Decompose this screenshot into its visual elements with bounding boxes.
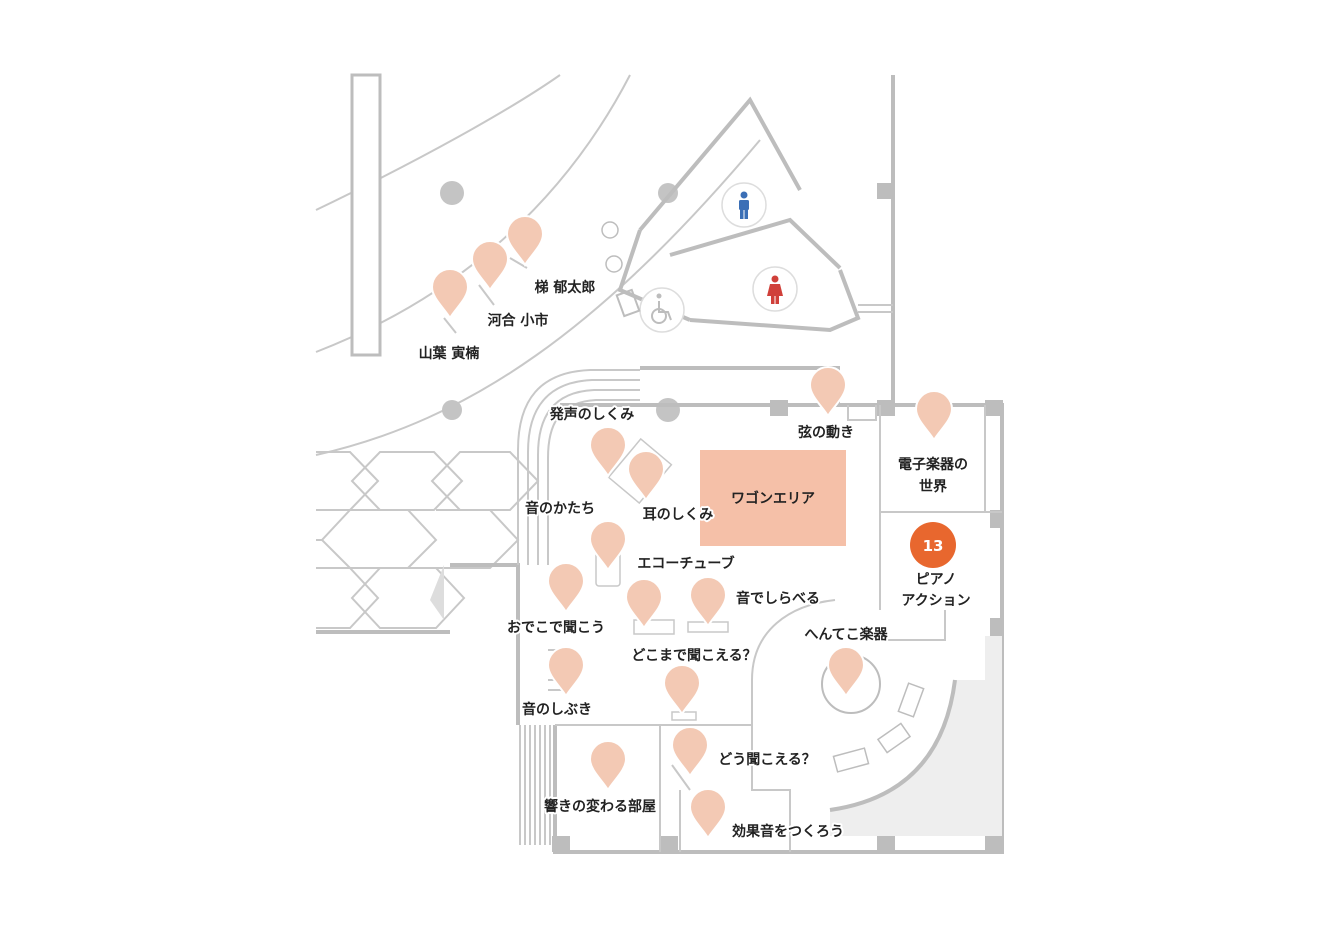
wheelchair-icon — [651, 293, 672, 324]
map-pin — [547, 562, 585, 613]
map-pin — [671, 726, 709, 777]
map-pin — [689, 788, 727, 839]
exhibit-13-marker[interactable]: 13 — [910, 522, 956, 568]
map-pins[interactable] — [431, 215, 953, 839]
map-pin — [471, 240, 509, 291]
wagon-area: ワゴンエリア — [700, 450, 846, 546]
restroom-block — [615, 96, 893, 333]
map-pin — [809, 366, 847, 417]
label-oto-katachi: 音のかたち — [525, 500, 595, 517]
male-restroom-icon — [739, 191, 749, 219]
hexagon-garden — [316, 451, 540, 629]
label-echo: エコーチューブ — [637, 555, 734, 572]
label-shibuki: 音のしぶき — [522, 701, 592, 718]
map-pin — [431, 268, 469, 319]
label-piano-2: アクション — [901, 593, 970, 609]
upper-park — [315, 73, 895, 456]
map-pin — [547, 646, 585, 697]
map-pin — [627, 450, 665, 501]
map-labels: 梯 郁太郎 河合 小市 山葉 寅楠 発声のしくみ 弦の動き 電子楽器の 世界 音… — [417, 277, 973, 842]
exhibit-number: 13 — [923, 537, 944, 555]
label-denshi-2: 世界 — [919, 478, 948, 495]
label-kawai: 河合 小市 — [488, 312, 549, 329]
label-shiraberu: 音でしらべる — [736, 590, 820, 607]
map-pin — [589, 426, 627, 477]
label-gen: 弦の動き — [798, 424, 854, 441]
label-piano-1: ピアノ — [916, 572, 957, 588]
label-kakehashi: 梯 郁太郎 — [535, 279, 596, 296]
label-odeko: おでこで聞こう — [507, 620, 605, 636]
main-hall — [516, 366, 1004, 854]
label-denshi-1: 電子楽器の — [898, 456, 968, 473]
label-hibiki: 響きの変わる部屋 — [544, 798, 656, 815]
label-dokomade: どこまで聞こえる？ — [631, 648, 756, 664]
map-pin — [689, 576, 727, 627]
map-pin — [506, 215, 544, 266]
female-restroom-icon — [767, 275, 783, 304]
label-dou: どう聞こえる？ — [718, 752, 816, 768]
map-pin — [589, 740, 627, 791]
label-kouka: 効果音をつくろう — [732, 823, 844, 840]
label-hentekko: へんてこ楽器 — [804, 626, 888, 643]
map-pin — [915, 390, 953, 441]
label-mimi: 耳のしくみ — [643, 507, 714, 523]
wagon-area-label: ワゴンエリア — [731, 490, 815, 507]
label-hassei: 発声のしくみ — [549, 406, 635, 423]
label-yamaha: 山葉 寅楠 — [419, 345, 480, 362]
map-pin — [663, 664, 701, 715]
